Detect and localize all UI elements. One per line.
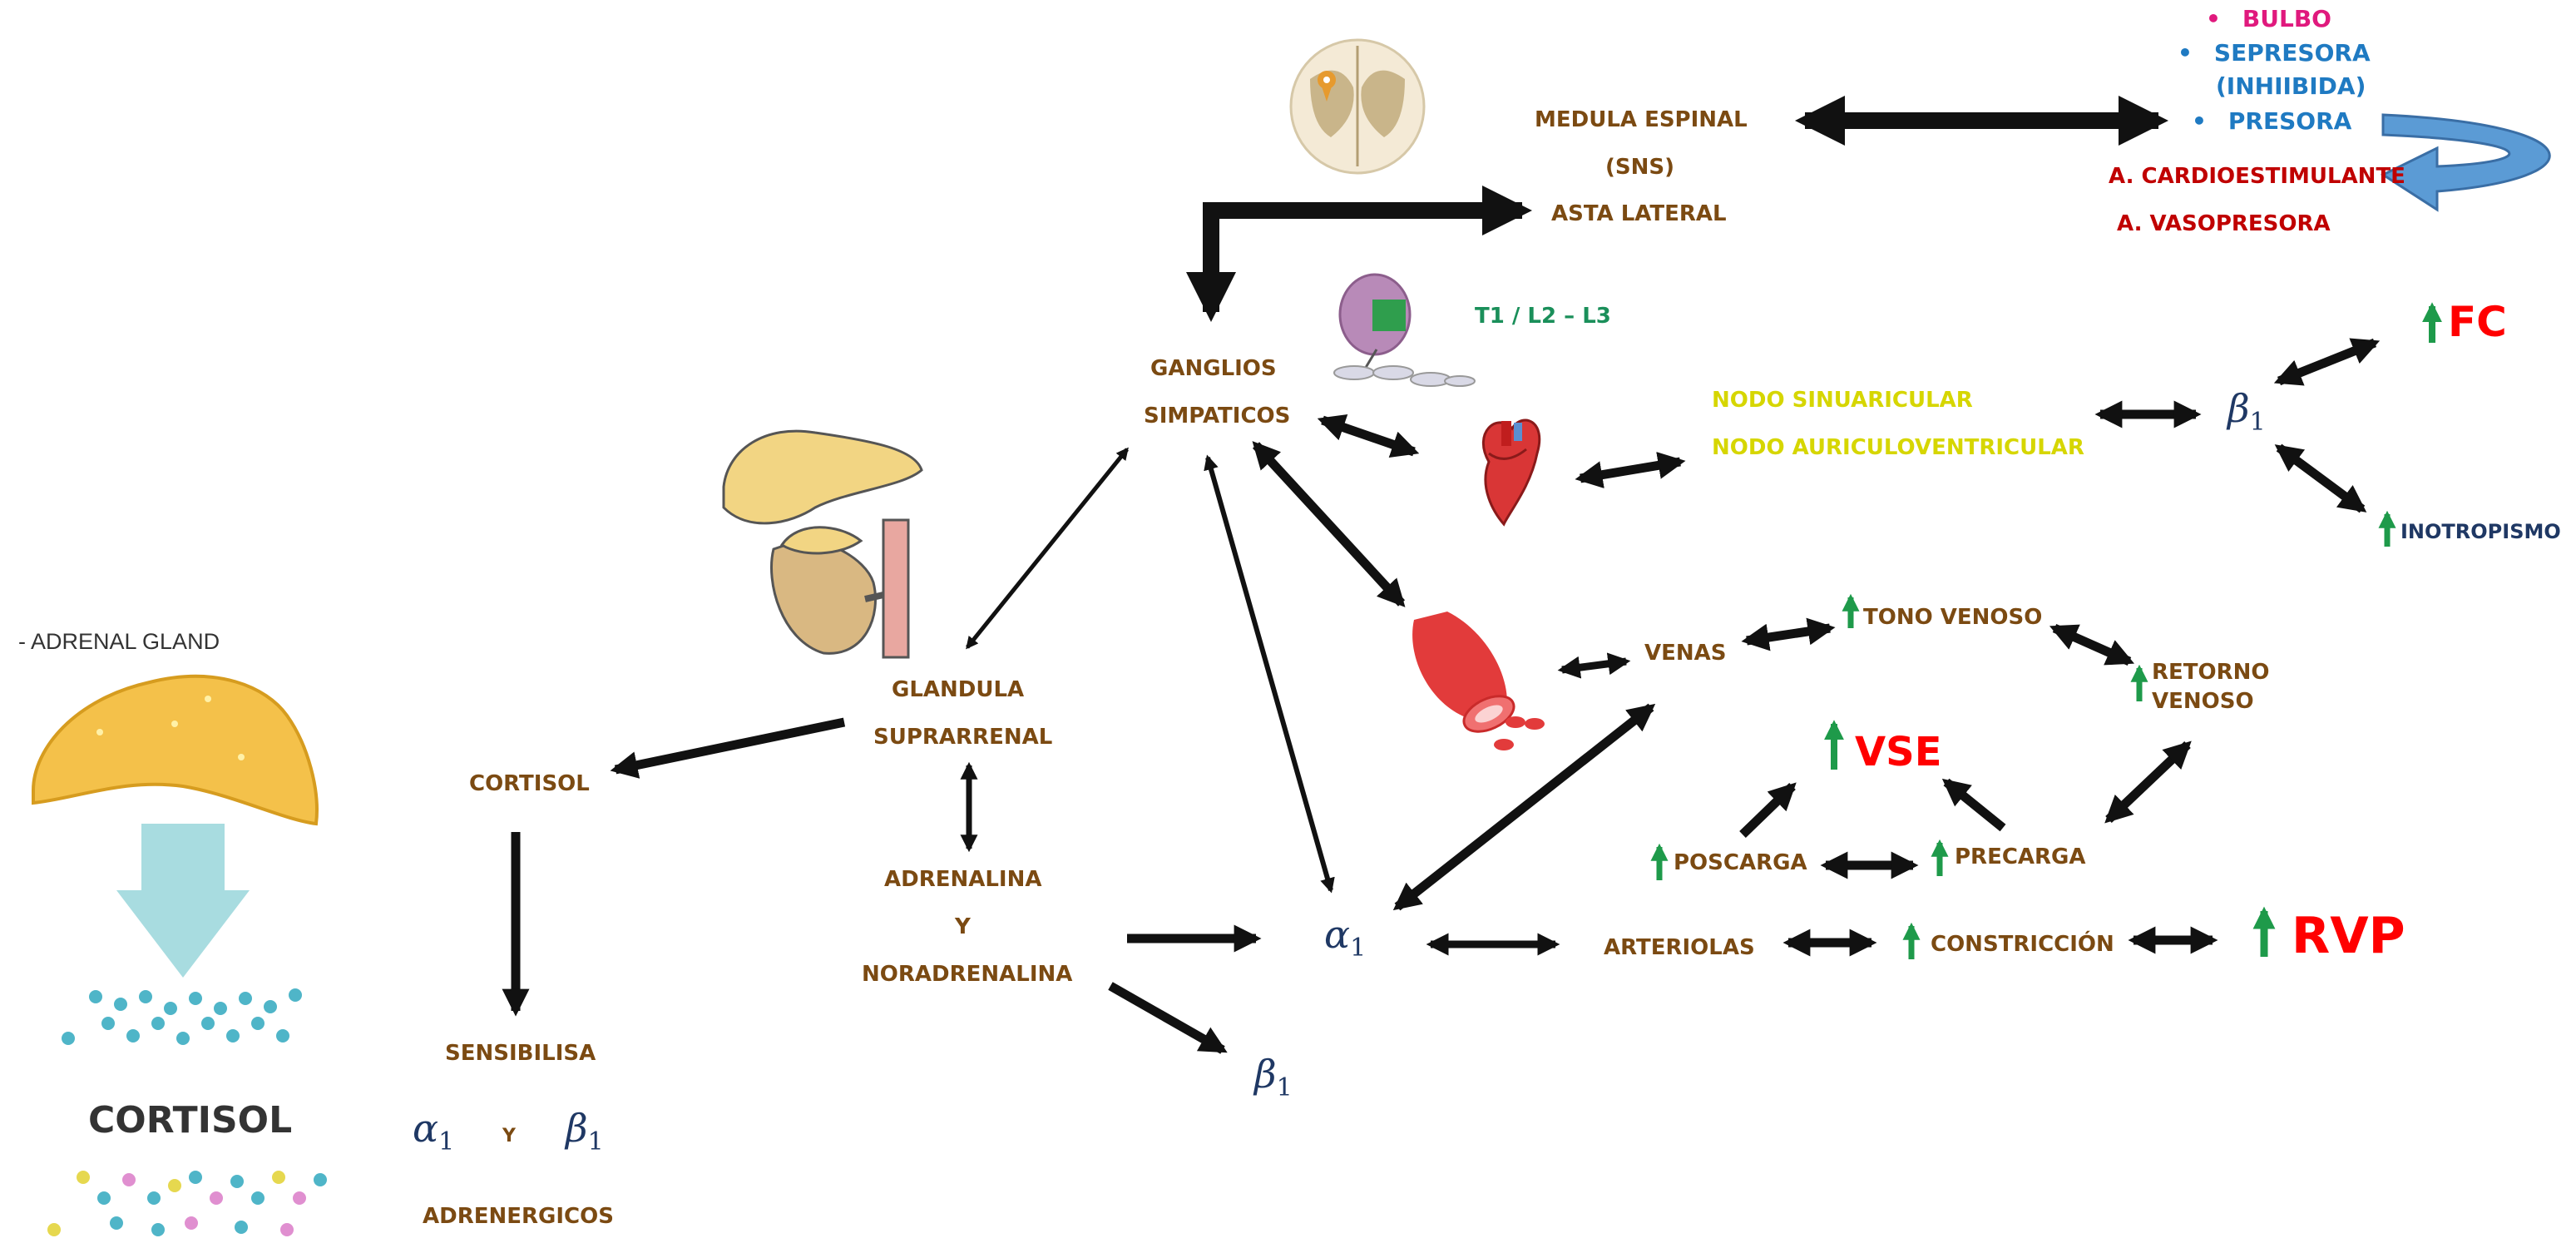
label-suprarrenal: SUPRARRENAL: [873, 726, 1052, 748]
arrow-alpha-venas: [1397, 707, 1651, 907]
sympathetic-ganglion-icon: [1334, 275, 1475, 386]
label-asta-lateral: ASTA LATERAL: [1551, 203, 1727, 225]
label-sns: (SNS): [1605, 156, 1674, 178]
curved-blue-arrow: [2383, 115, 2549, 210]
label-y-small: Y: [502, 1127, 516, 1146]
arrow-ganglios-vessel: [1256, 445, 1402, 603]
label-nodo-av: NODO AURICULOVENTRICULAR: [1712, 437, 2084, 458]
arrow-tono-retorno: [2054, 628, 2129, 661]
adrenal-gland-kidney-icon: [724, 431, 922, 657]
arrow-adrenalina-beta: [1110, 986, 1223, 1050]
arrow-heart-nodo: [1580, 462, 1680, 478]
gland-caption: - ADRENAL GLAND: [18, 631, 220, 653]
label-poscarga: POSCARGA: [1674, 852, 1807, 874]
label-noradrenalina: NORADRENALINA: [862, 963, 1072, 985]
arrow-ganglios-heart: [1323, 420, 1414, 452]
arrow-precarga-vse: [1946, 782, 2003, 828]
adrenal-gland-icon: [33, 676, 317, 824]
alpha1-node: α1: [1324, 915, 1366, 961]
label-constriccion: CONSTRICCIÓN: [1931, 934, 2114, 955]
label-tono-venoso: TONO VENOSO: [1863, 607, 2042, 628]
beta1-receptor: β1: [566, 1109, 604, 1155]
arrow-ganglios-alpha: [1208, 458, 1331, 890]
label-adrenergicos: ADRENERGICOS: [423, 1206, 614, 1227]
label-arteriolas: ARTERIOLAS: [1604, 937, 1755, 958]
label-retorno: RETORNO: [2152, 661, 2270, 683]
beta1-node-adrenalina: β1: [1254, 1055, 1293, 1101]
down-arrow-icon: [116, 824, 250, 978]
label-bulbo: BULBO: [2206, 7, 2331, 31]
label-cardioestimulante: A. CARDIOESTIMULANTE: [2109, 166, 2405, 187]
label-vasopresora: A. VASOPRESORA: [2117, 213, 2331, 235]
arrow-poscarga-vse: [1743, 786, 1792, 835]
label-venoso: VENOSO: [2152, 691, 2254, 712]
arrow-ganglios-glandula: [967, 449, 1127, 647]
cortisol-title: CORTISOL: [88, 1102, 292, 1139]
beta1-node-heart: β1: [2227, 389, 2266, 435]
heart-icon: [1483, 420, 1539, 524]
label-simpaticos: SIMPATICOS: [1144, 405, 1290, 427]
label-vse: VSE: [1855, 732, 1942, 772]
cortisol-molecules-icon: [62, 988, 302, 1045]
label-adrenalina: ADRENALINA: [884, 869, 1042, 890]
label-fc: FC: [2448, 301, 2507, 343]
label-cortisol: CORTISOL: [469, 773, 590, 795]
label-segmentos: T1 / L2 – L3: [1475, 305, 1611, 327]
label-ganglios: GANGLIOS: [1150, 358, 1277, 379]
arrow-glandula-cortisol: [616, 722, 844, 770]
label-glandula: GLANDULA: [892, 679, 1024, 701]
cortisol-molecules-mixed-icon: [47, 1171, 327, 1236]
label-medula-espinal: MEDULA ESPINAL: [1535, 109, 1748, 131]
arrow-vessel-venas: [1562, 661, 1626, 670]
label-nodo-sinuauricular: NODO SINUARICULAR: [1712, 389, 1973, 411]
label-y-mid: Y: [955, 916, 971, 938]
alpha1-receptor: α1: [413, 1109, 454, 1155]
label-venas: VENAS: [1644, 642, 1727, 664]
label-sensibilisa: SENSIBILISA: [445, 1043, 596, 1064]
blood-vessel-icon: [1412, 612, 1545, 750]
label-sepresora: SEPRESORA: [2178, 42, 2371, 65]
arrow-venas-tono: [1747, 628, 1830, 641]
label-presora: PRESORA: [2192, 110, 2351, 133]
spinal-cord-cross-section-icon: [1291, 40, 1424, 173]
arrow-beta-inotropismo: [2279, 448, 2362, 509]
label-rvp: RVP: [2292, 911, 2405, 961]
label-inotropismo: INOTROPISMO: [2400, 522, 2561, 542]
label-precarga: PRECARGA: [1955, 846, 2086, 868]
arrow-beta-fc: [2279, 343, 2375, 381]
arrow-retorno-precarga: [2109, 745, 2188, 820]
label-inhibida: (INHIIBIDA): [2216, 75, 2366, 98]
